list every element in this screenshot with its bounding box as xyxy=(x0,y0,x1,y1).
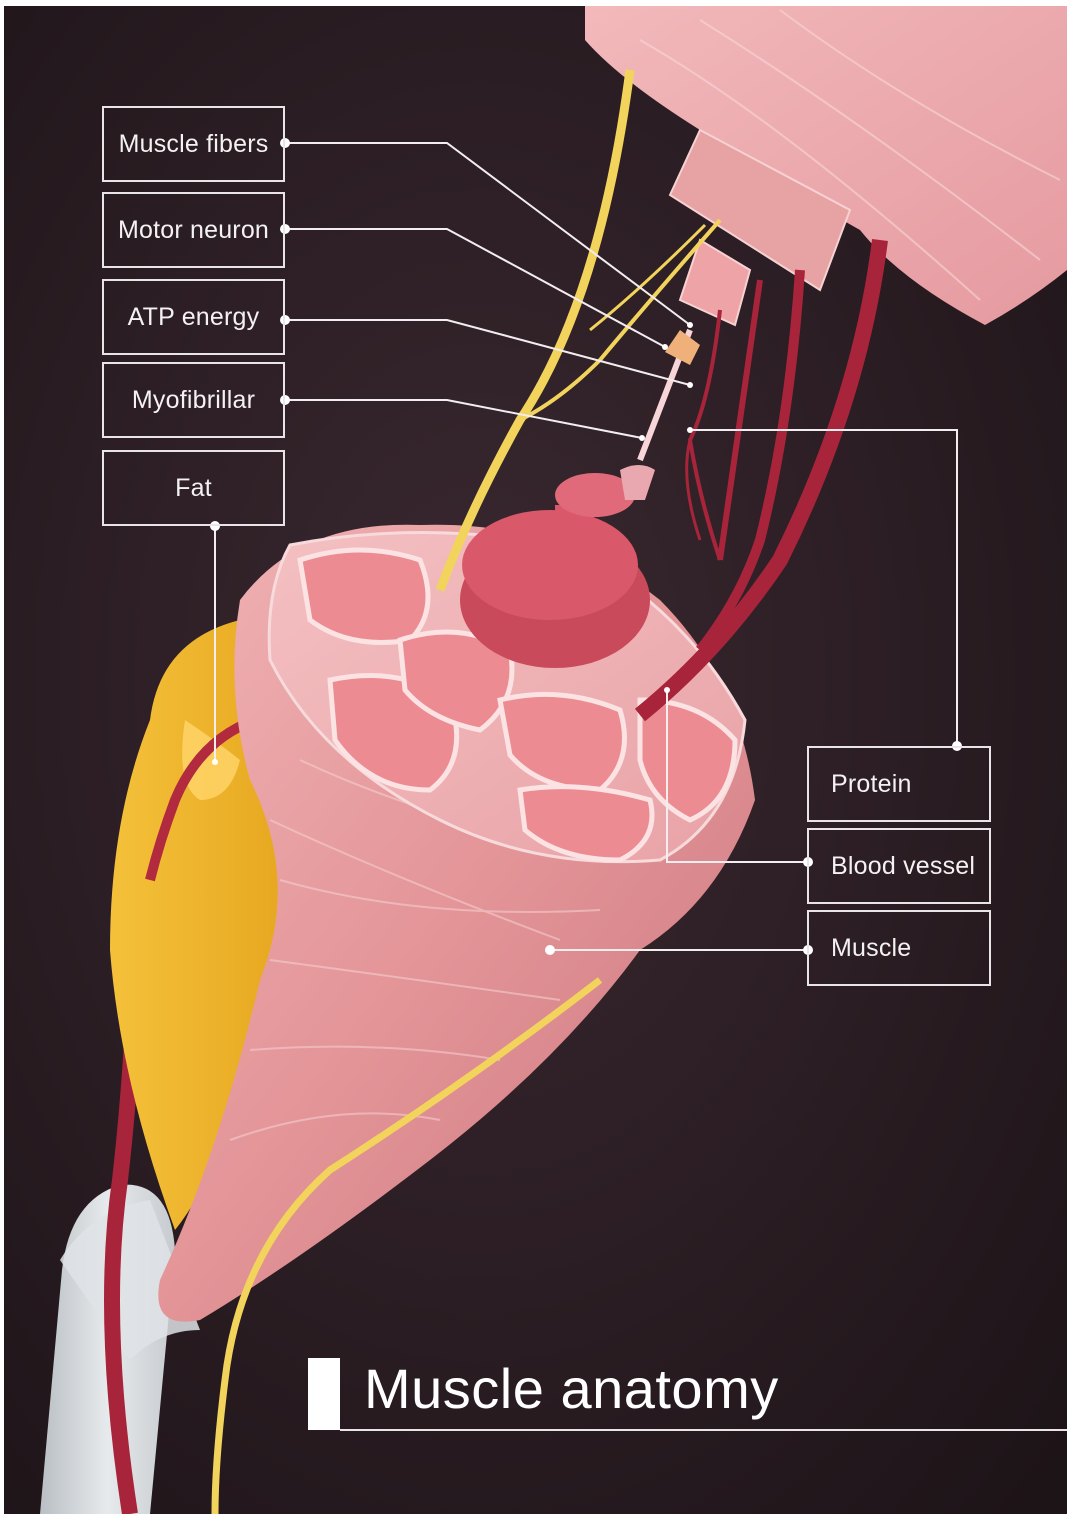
pedestal-top xyxy=(462,510,638,620)
title-underline xyxy=(340,1429,1067,1431)
label-atp-energy: ATP energy xyxy=(102,279,285,355)
title-accent-bar xyxy=(308,1358,340,1430)
label-muscle-fibers: Muscle fibers xyxy=(102,106,285,182)
frame-left-edge xyxy=(0,0,4,1514)
label-protein: Protein xyxy=(807,746,991,822)
frame-top-edge xyxy=(0,0,1067,6)
page-title: Muscle anatomy xyxy=(364,1356,779,1421)
label-motor-neuron: Motor neuron xyxy=(102,192,285,268)
label-myofibrillar: Myofibrillar xyxy=(102,362,285,438)
label-muscle: Muscle xyxy=(807,910,991,986)
label-blood-vessel: Blood vessel xyxy=(807,828,991,904)
label-fat: Fat xyxy=(102,450,285,526)
